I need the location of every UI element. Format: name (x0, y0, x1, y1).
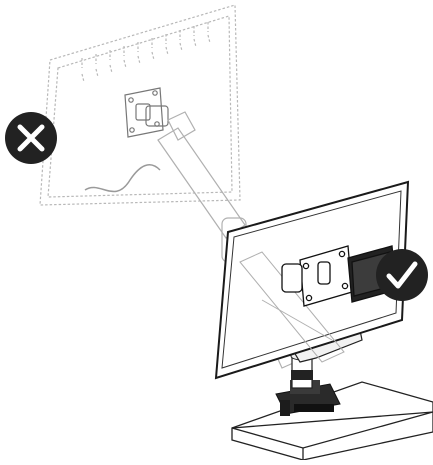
ghost-cable (85, 165, 160, 192)
right-marker (376, 249, 428, 301)
ghost-vesa-mount (125, 88, 168, 137)
ghost-monitor-inner (48, 16, 232, 197)
wrong-marker (5, 112, 57, 164)
